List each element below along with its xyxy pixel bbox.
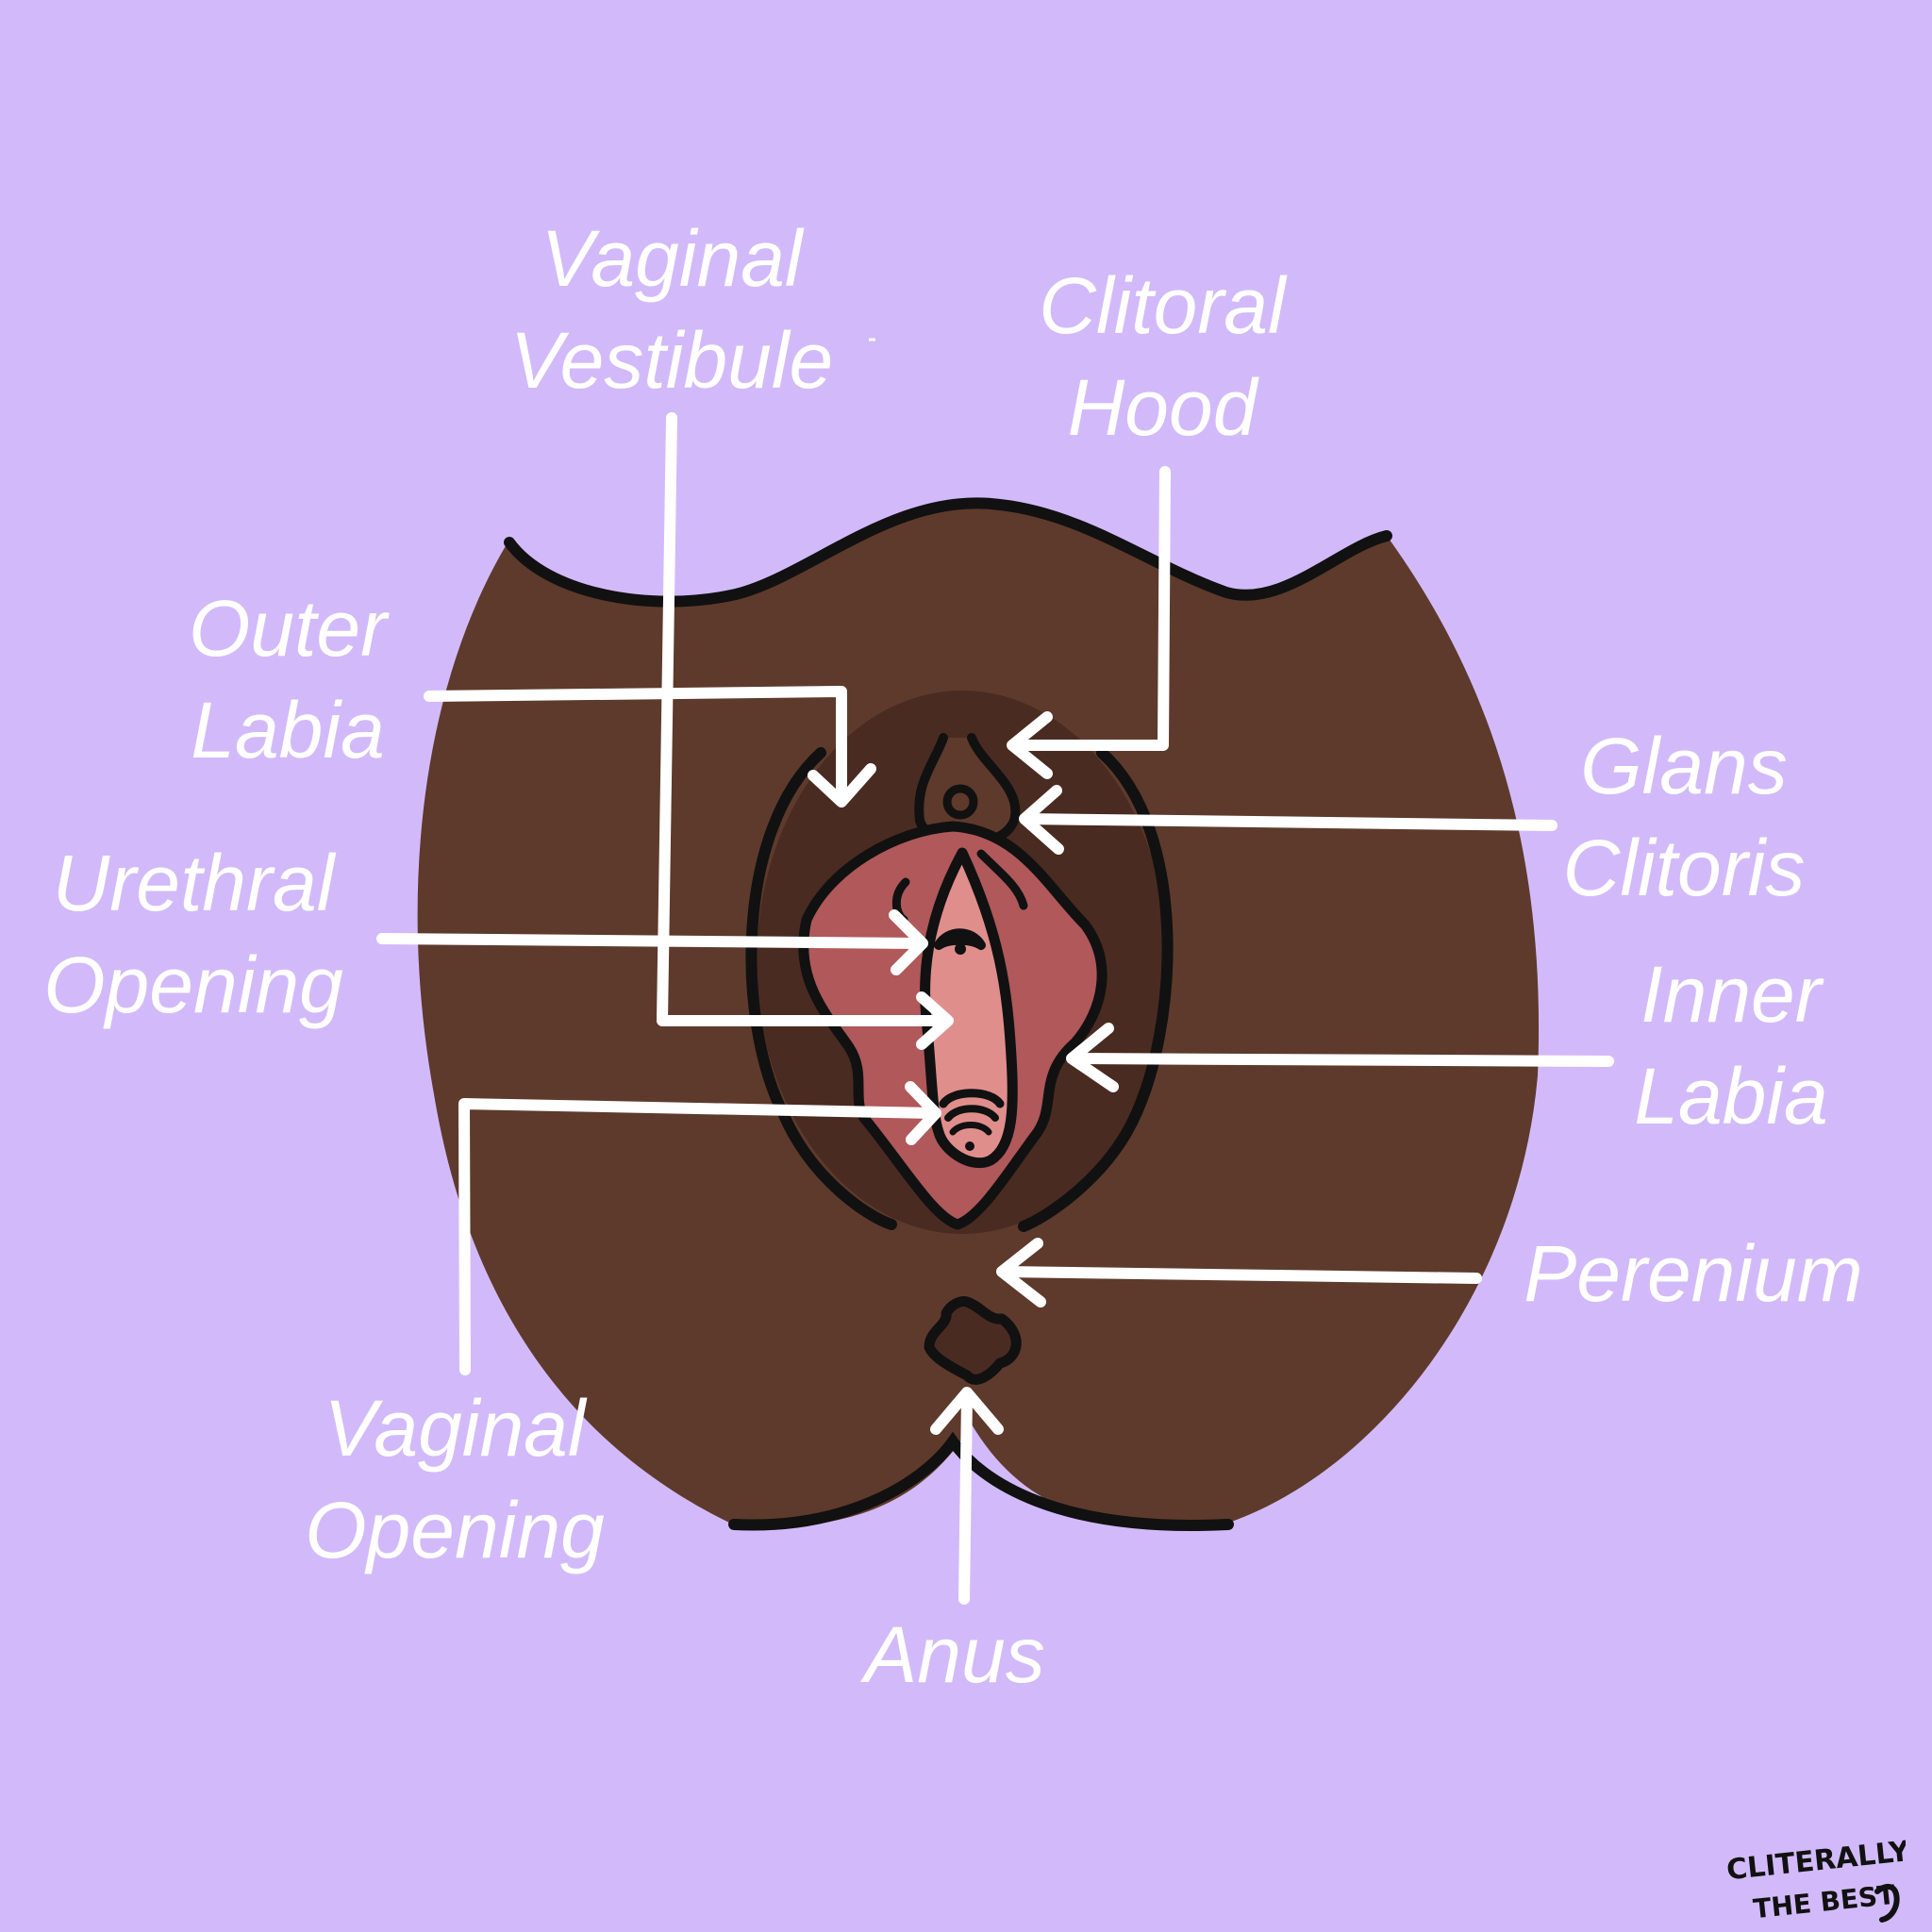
label-line: Labia: [1634, 1052, 1828, 1141]
urethral-arrowhead: [889, 909, 928, 975]
outer-labia-arrowhead: [808, 763, 876, 808]
inner-labia-leader: [1068, 1053, 1614, 1067]
label-anus: Anus: [864, 1604, 1044, 1706]
vaginal-opening-shape: [939, 1089, 1005, 1151]
vestibule-shape: [920, 847, 1018, 1169]
hood-arrowhead: [1007, 711, 1053, 779]
anus-leader: [958, 1391, 973, 1605]
glans-arrowhead: [1019, 785, 1064, 855]
label-perenium: Perenium: [1524, 1223, 1863, 1324]
label-line: Opening: [43, 941, 343, 1029]
label-line: Clitoral: [1039, 261, 1286, 350]
vestibule-arrowhead: [916, 991, 954, 1050]
urethral-opening-shape: [934, 928, 986, 950]
glans-clitoris-shape: [942, 784, 978, 820]
outer-labia-leader: [424, 686, 847, 803]
brand-logo: CLITERALLY THE BEST: [1725, 1835, 1906, 1925]
gluteal-outline: [728, 1431, 1234, 1531]
label-line: Clitoris: [1562, 824, 1806, 912]
label-line: Vestibule: [509, 316, 834, 405]
label-line: Vaginal: [324, 1384, 586, 1473]
logo-word-1: CLITERALLY: [1725, 1835, 1906, 1887]
label-clitoral-hood: Clitoral Hood: [1039, 255, 1285, 458]
waist-outline: [504, 497, 1392, 608]
label-line: Opening: [305, 1486, 605, 1574]
leader-lines: [376, 412, 1614, 1605]
label-line: Glans: [1580, 722, 1788, 810]
label-line: Perenium: [1524, 1229, 1863, 1318]
label-line: Hood: [1067, 363, 1257, 452]
vestibule-leader: [657, 412, 951, 1026]
outer-labia-right-outline: [1018, 747, 1174, 1232]
label-line: Vaginal: [541, 214, 803, 303]
label-urethral-opening: Urethral Opening: [43, 832, 343, 1036]
inner-labia-crease-right: [976, 849, 1028, 910]
urethral-leader: [376, 933, 925, 949]
vulva: [745, 691, 1174, 1234]
label-inner-labia: Inner Labia: [1634, 943, 1828, 1147]
label-line: Inner: [1641, 950, 1822, 1039]
inner-labia-arrowhead: [1066, 1023, 1119, 1092]
logo-word-2: THE BEST: [1752, 1879, 1897, 1925]
urethral-dot: [955, 943, 966, 955]
anus-shape: [924, 1296, 1022, 1385]
outer-labia-left-outline: [745, 747, 897, 1230]
perenium-leader: [999, 1266, 1482, 1284]
glans-leader: [1021, 813, 1557, 831]
label-line: Urethral: [52, 839, 335, 927]
label-line: Labia: [191, 686, 385, 774]
anus-arrowhead: [930, 1387, 1004, 1435]
vaginal-opening-arrowhead: [905, 1081, 941, 1145]
vaginal-opening-leader: [458, 1098, 940, 1375]
label-vaginal-vestibule: Vaginal Vestibule: [510, 208, 833, 411]
hood-leader: [1008, 466, 1171, 751]
label-vaginal-opening: Vaginal Opening: [305, 1377, 605, 1581]
label-line: Anus: [864, 1610, 1045, 1699]
label-line: Outer: [188, 584, 388, 673]
label-glans-clitoris: Glans Clitoris: [1563, 715, 1806, 919]
label-outer-labia: Outer Labia: [189, 577, 387, 781]
perenium-arrowhead: [996, 1238, 1046, 1307]
